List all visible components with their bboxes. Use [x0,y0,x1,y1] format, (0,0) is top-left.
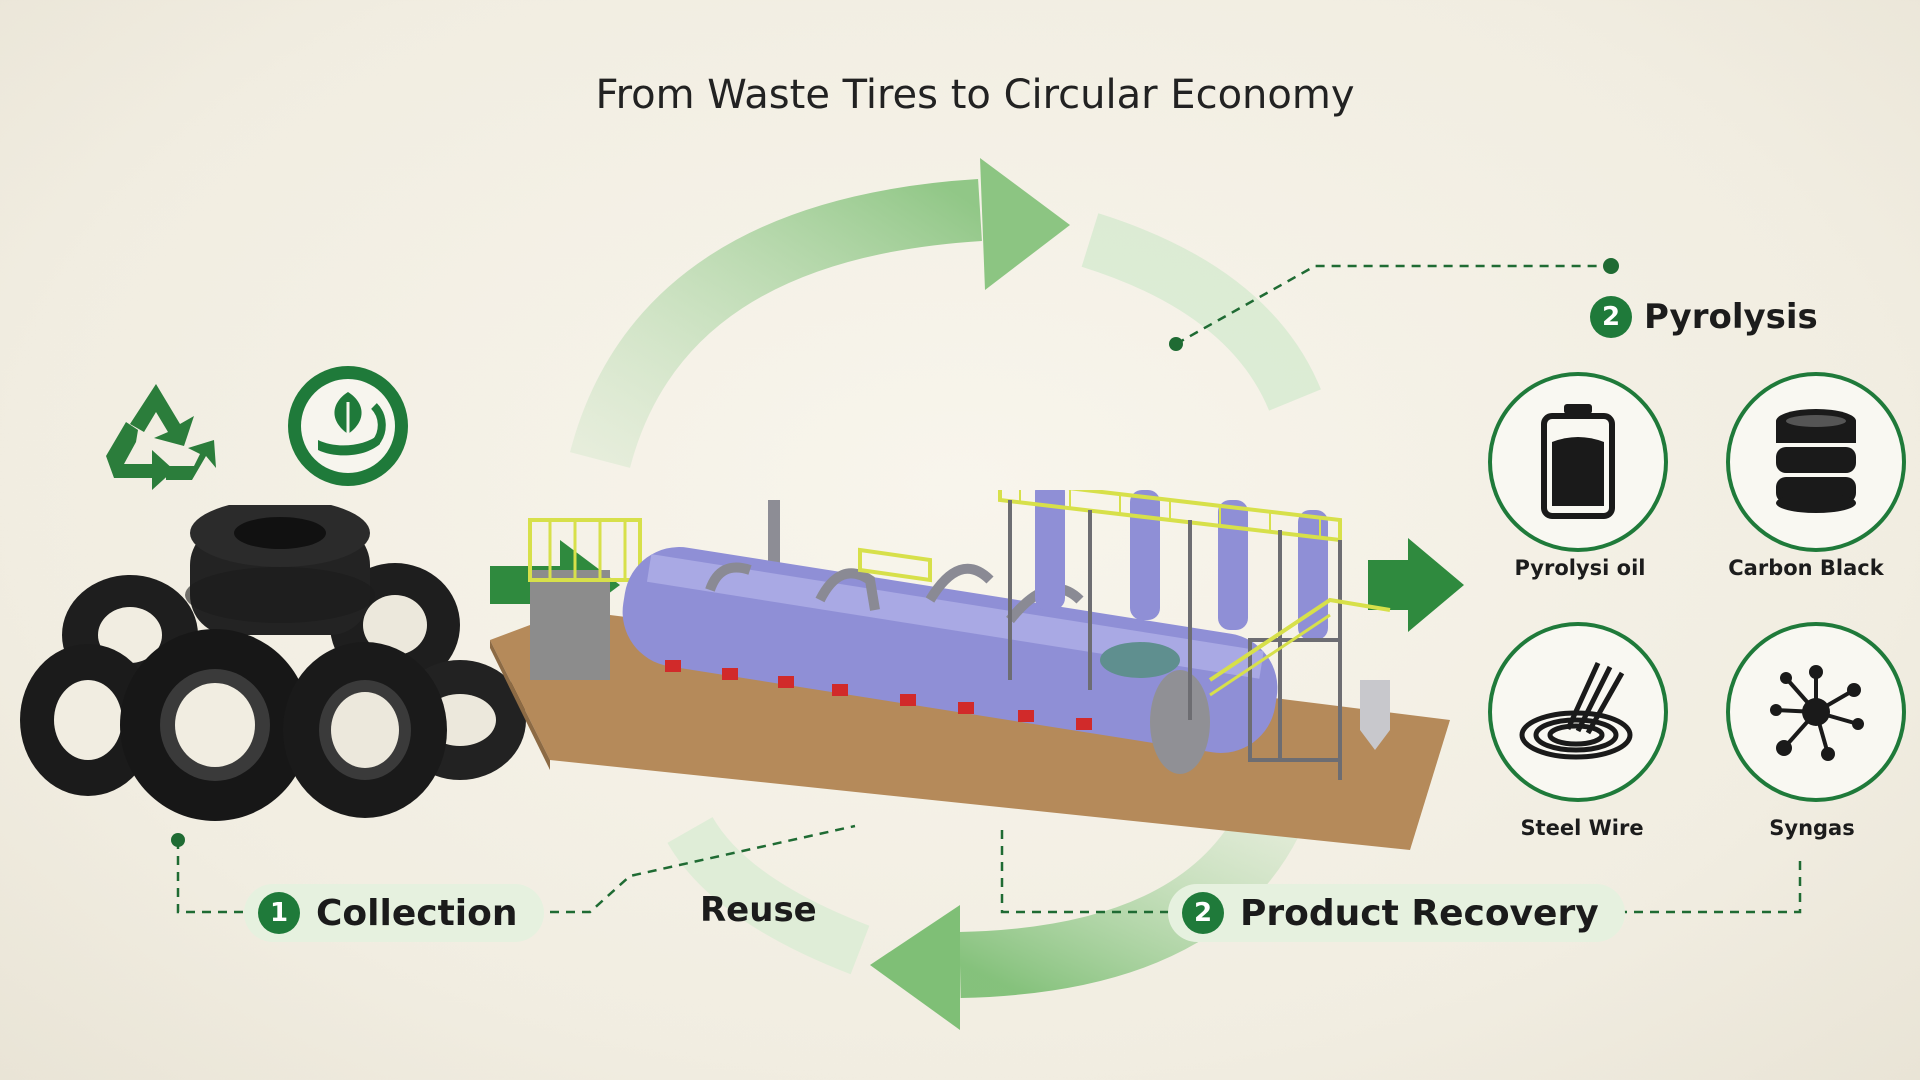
right-cycle-arrow [1081,213,1321,412]
product-label-carbon-black: Carbon Black [1728,556,1884,580]
eco-leaf-badge-icon [288,366,408,486]
step-pyrolysis: 2 Pyrolysis [1590,296,1818,338]
recycle-icon [106,384,216,490]
top-cycle-arrow [570,179,982,469]
left-cycle-arrow [667,816,870,975]
steel-wire-coil-icon [1519,661,1633,760]
output-arrow [1368,538,1464,632]
product-label-oil: Pyrolysi oil [1514,556,1646,580]
step-number-badge: 2 [1182,892,1224,934]
page-title: From Waste Tires to Circular Economy [595,72,1355,118]
step-number-badge: 1 [258,892,300,934]
step-reuse-label: Reuse [700,890,817,930]
step-label: Product Recovery [1240,892,1599,934]
pyrolysis-plant-illustration [490,490,1450,850]
bottom-cycle-arrow [959,804,1300,998]
product-carbon-black-circle [1726,372,1906,552]
oil-container-icon [1541,404,1615,519]
step-label: Pyrolysis [1644,297,1818,337]
bottom-cycle-arrowhead [870,905,960,1030]
carbon-black-stack-icon [1776,409,1856,513]
step-product-recovery: 2 Product Recovery [1168,884,1625,942]
top-cycle-arrowhead [980,158,1070,290]
step-label: Collection [316,892,518,934]
step-number-badge: 2 [1590,296,1632,338]
product-steel-wire-circle [1488,622,1668,802]
syngas-molecule-icon [1770,665,1864,761]
step-collection: 1 Collection [244,884,544,942]
tire-pile-illustration [20,505,526,821]
product-syngas-circle [1726,622,1906,802]
product-label-steel-wire: Steel Wire [1520,816,1644,840]
product-oil-circle [1488,372,1668,552]
product-label-syngas: Syngas [1769,816,1855,840]
